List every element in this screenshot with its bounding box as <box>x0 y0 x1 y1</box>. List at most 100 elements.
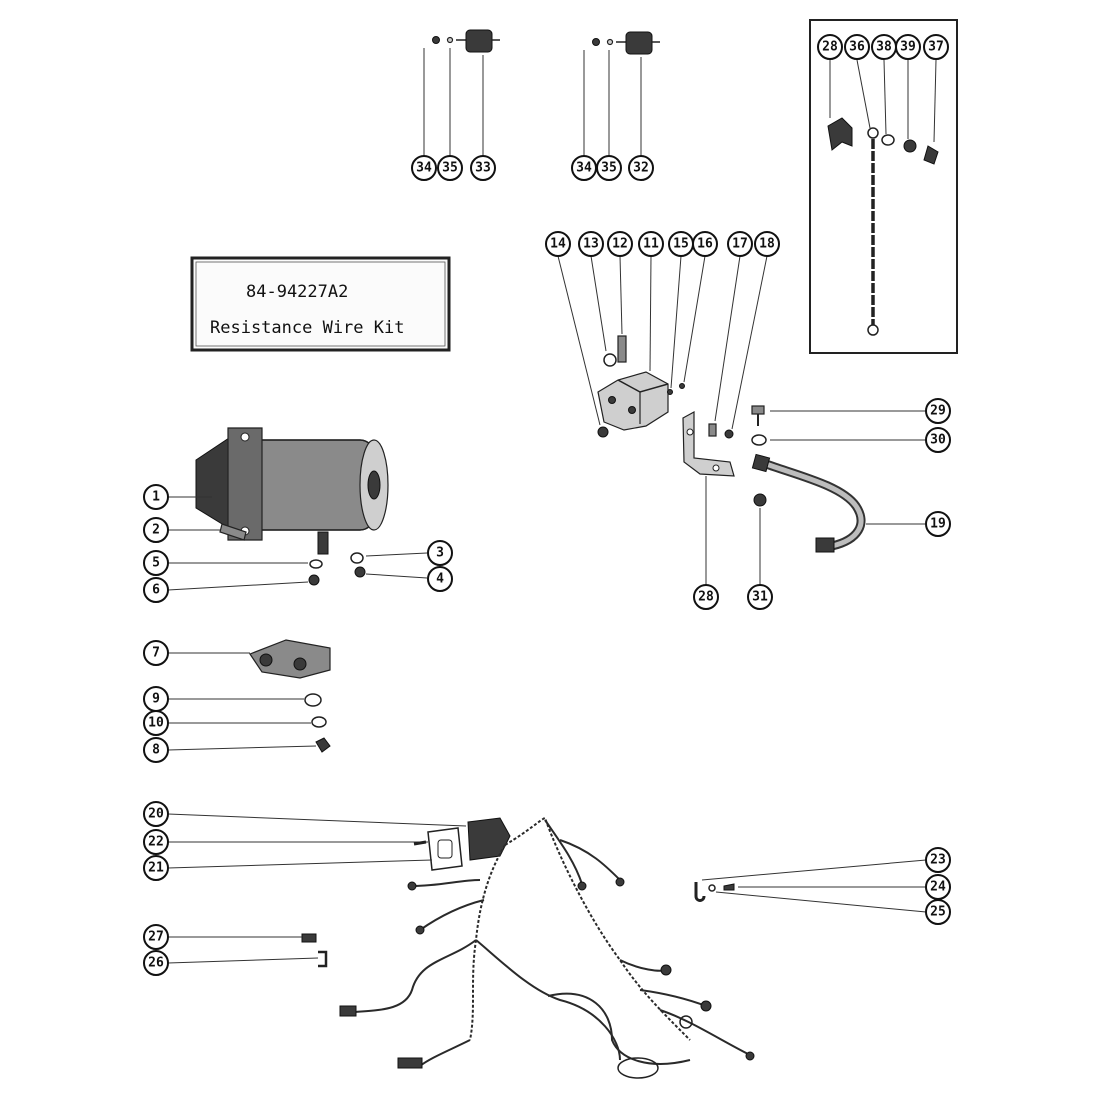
part-23-clip <box>694 882 706 902</box>
part-25-screw <box>723 883 735 891</box>
callout-17: 17 <box>727 231 753 257</box>
part-37-terminal <box>923 145 939 165</box>
svg-text:35: 35 <box>442 161 458 176</box>
part-14-nut <box>597 426 609 438</box>
svg-text:17: 17 <box>732 237 748 252</box>
part-9-washer <box>304 693 322 707</box>
kit-description: Resistance Wire Kit <box>210 318 404 338</box>
part-28-bracket <box>682 410 735 477</box>
callout-21: 21 <box>143 855 169 881</box>
part-7-clamp <box>249 639 331 679</box>
part-20-wiring-harness <box>469 844 506 1041</box>
callout-20: 20 <box>143 801 169 827</box>
callout-38: 38 <box>871 34 897 60</box>
callout-37: 37 <box>923 34 949 60</box>
svg-text:34: 34 <box>416 161 432 176</box>
callout-34-right: 34 <box>571 155 597 181</box>
part-36-strap-eye-top <box>867 127 879 139</box>
part-35-washer <box>446 36 454 44</box>
callout-26: 26 <box>143 950 169 976</box>
part-32-rubber-mount <box>625 31 653 55</box>
svg-text:19: 19 <box>930 517 946 532</box>
svg-text:39: 39 <box>900 40 916 55</box>
callout-28-bracket: 28 <box>693 584 719 610</box>
svg-text:16: 16 <box>697 237 713 252</box>
svg-text:14: 14 <box>550 237 566 252</box>
callout-19: 19 <box>925 511 951 537</box>
callout-28-box: 28 <box>817 34 843 60</box>
callout-31: 31 <box>747 584 773 610</box>
svg-text:34: 34 <box>576 161 592 176</box>
svg-text:24: 24 <box>930 880 946 895</box>
ground-strap-kit-frame <box>809 19 958 354</box>
part-27-screw <box>301 933 317 943</box>
callout-7: 7 <box>143 640 169 666</box>
part-15-lockwasher <box>667 389 673 395</box>
part-28-clamp <box>827 117 853 151</box>
part-35-washer <box>606 38 614 46</box>
part-24-washer <box>708 884 716 892</box>
svg-text:25: 25 <box>930 905 946 920</box>
callout-2: 2 <box>143 517 169 543</box>
callout-6: 6 <box>143 577 169 603</box>
callout-3: 3 <box>427 540 453 566</box>
callout-13: 13 <box>578 231 604 257</box>
svg-text:6: 6 <box>152 583 160 598</box>
wiring-harness-assembly <box>167 813 927 1079</box>
bracket-and-cable <box>682 405 926 585</box>
mount-assembly-right <box>583 31 660 157</box>
part-18-washer <box>724 429 734 439</box>
clamp-assembly <box>167 639 331 753</box>
svg-text:5: 5 <box>152 556 160 571</box>
part-19-battery-cable <box>761 459 866 551</box>
part-11-solenoid <box>597 371 669 431</box>
part-34-nut <box>432 36 440 44</box>
callout-34-left: 34 <box>411 155 437 181</box>
callout-24: 24 <box>925 874 951 900</box>
callout-15: 15 <box>668 231 694 257</box>
part-6-nut <box>308 574 320 586</box>
part-31-nut <box>753 493 767 507</box>
ground-strap-parts <box>827 59 939 336</box>
callout-9: 9 <box>143 686 169 712</box>
callout-10: 10 <box>143 710 169 736</box>
svg-text:11: 11 <box>643 237 659 252</box>
part-1-starter-motor-body <box>243 439 375 531</box>
svg-text:28: 28 <box>698 590 714 605</box>
part-5-lockwasher <box>309 559 323 569</box>
resistance-wire-kit-label: 84-94227A2 Resistance Wire Kit <box>190 256 451 352</box>
svg-text:10: 10 <box>148 716 164 731</box>
callout-23: 23 <box>925 847 951 873</box>
svg-text:26: 26 <box>148 956 164 971</box>
svg-text:18: 18 <box>759 237 775 252</box>
callout-1: 1 <box>143 484 169 510</box>
svg-text:28: 28 <box>822 40 838 55</box>
callout-8: 8 <box>143 737 169 763</box>
svg-text:3: 3 <box>436 546 444 561</box>
part-22-screw <box>413 840 427 846</box>
svg-text:22: 22 <box>148 835 164 850</box>
svg-text:31: 31 <box>752 590 768 605</box>
part-26-clip <box>318 950 328 968</box>
svg-text:35: 35 <box>601 161 617 176</box>
solenoid-assembly <box>557 255 768 439</box>
callout-35-right: 35 <box>596 155 622 181</box>
svg-text:12: 12 <box>612 237 628 252</box>
part-39-nut <box>903 139 917 153</box>
callout-29: 29 <box>925 398 951 424</box>
svg-text:33: 33 <box>475 161 491 176</box>
part-4-nut <box>354 566 366 578</box>
mount-assembly-left <box>423 29 500 157</box>
part-36-strap-eye-bottom <box>867 324 879 336</box>
svg-text:23: 23 <box>930 853 946 868</box>
svg-text:9: 9 <box>152 692 160 707</box>
svg-text:27: 27 <box>148 930 164 945</box>
svg-text:30: 30 <box>930 433 946 448</box>
part-2-bolt <box>219 523 247 541</box>
svg-text:8: 8 <box>152 743 160 758</box>
callout-16: 16 <box>692 231 718 257</box>
svg-text:38: 38 <box>876 40 892 55</box>
callout-27: 27 <box>143 924 169 950</box>
callout-22: 22 <box>143 829 169 855</box>
part-34-nut <box>592 38 600 46</box>
